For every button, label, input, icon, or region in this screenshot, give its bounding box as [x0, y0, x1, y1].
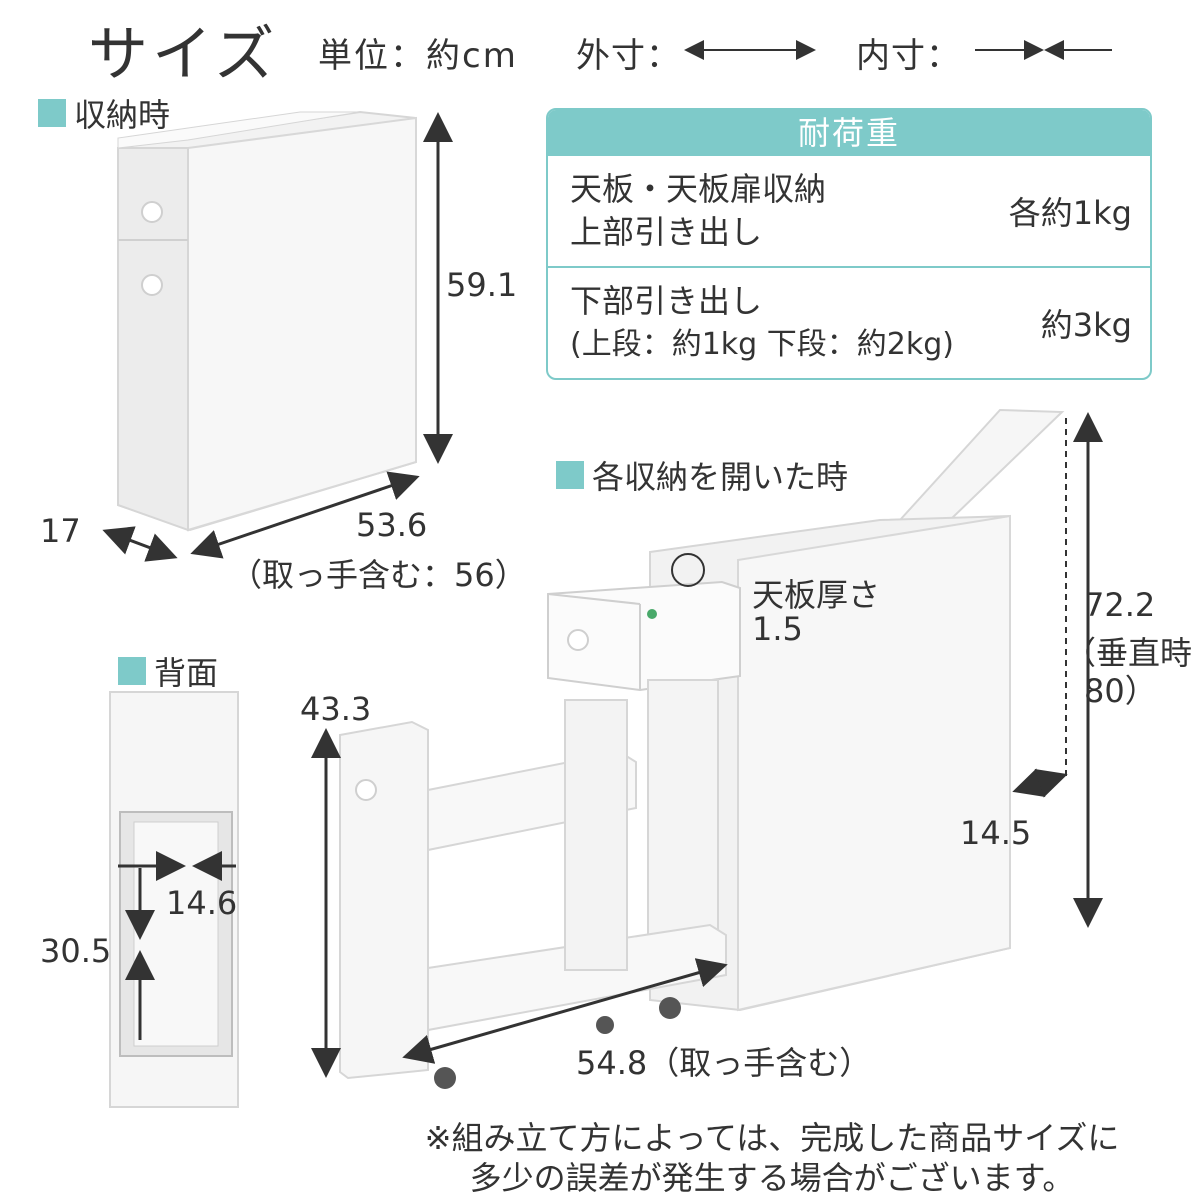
section-back: 背面 [118, 648, 218, 694]
open-height-label: 72.2 [1084, 586, 1156, 624]
outer-dimension-label: 外寸： [576, 36, 681, 76]
inner-dimension-label: 内寸： [856, 36, 961, 76]
door-knob-icon [141, 274, 163, 296]
section-marker-icon [38, 99, 66, 127]
drawer-height-label: 43.3 [300, 690, 372, 728]
open-inner-depth-label: 14.5 [960, 814, 1032, 852]
stored-width-arrow [190, 471, 420, 559]
load-row-value: 約3kg [1040, 306, 1132, 344]
top-lid [897, 408, 1065, 521]
load-table-header: 耐荷重 [548, 110, 1150, 156]
page-title: サイズ [88, 20, 279, 90]
back-inner-width-label: 14.6 [166, 884, 238, 922]
table-row: 天板・天板扉収納 上部引き出し 各約1kg [548, 156, 1150, 266]
table-row: 下部引き出し (上段：約1kg 下段：約2kg) 約3kg [548, 266, 1150, 378]
load-row-label: 下部引き出し [570, 282, 763, 320]
section-marker-icon [118, 657, 146, 685]
stored-cabinet [117, 110, 417, 532]
load-row-label: (上段：約1kg 下段：約2kg) [570, 327, 954, 362]
open-inner-depth-arrow [1012, 768, 1068, 798]
section-open-label: 各収納を開いた時 [592, 458, 849, 496]
caster-icon [659, 997, 681, 1019]
footnote-line: ※組み立て方によっては、完成した商品サイズに [424, 1119, 1120, 1157]
section-open: 各収納を開いた時 [556, 452, 848, 498]
unit-label: 単位：約cm [318, 36, 518, 76]
load-row-label: 上部引き出し [570, 213, 763, 251]
stored-width-label: 53.6 [356, 506, 428, 544]
top-thickness-circle [671, 553, 705, 587]
load-row-label: 天板・天板扉収納 [570, 170, 827, 208]
upper-drawer-knob-icon [567, 629, 589, 651]
top-thickness-label: 天板厚さ [752, 576, 881, 614]
section-back-label: 背面 [154, 654, 219, 692]
load-capacity-table: 耐荷重 天板・天板扉収納 上部引き出し 各約1kg 下部引き出し (上段：約1k… [546, 108, 1152, 380]
open-height-note-value: 80） [1084, 672, 1157, 710]
stored-depth-arrow [102, 526, 178, 562]
footnote-line: 多少の誤差が発生する場合がございます。 [469, 1159, 1075, 1197]
stored-height-label: 59.1 [446, 266, 518, 304]
footnote: ※組み立て方によっては、完成した商品サイズに 多少の誤差が発生する場合がございま… [362, 1118, 1182, 1198]
drawer-length-label: 54.8（取っ手含む） [576, 1044, 872, 1082]
top-thickness-value: 1.5 [752, 610, 803, 648]
section-marker-icon [556, 461, 584, 489]
drawer-marker-icon [647, 609, 657, 619]
load-row-value: 各約1kg [1008, 194, 1132, 232]
lower-cart-knob-icon [355, 779, 377, 801]
open-height-note: （垂直時 [1064, 634, 1193, 672]
stored-width-note: （取っ手含む：56） [230, 556, 527, 594]
section-stored-label: 収納時 [74, 96, 171, 134]
upper-drawer [547, 580, 741, 692]
stored-depth-label: 17 [40, 512, 81, 550]
drawer-length-arrow [402, 958, 728, 1064]
lower-cart-front [339, 720, 429, 1080]
open-cabinet [339, 408, 1065, 1089]
caster-icon [596, 1016, 614, 1034]
section-stored: 収納時 [38, 90, 170, 136]
drawer-knob-icon [141, 201, 163, 223]
back-inner-height-label: 30.5 [40, 932, 112, 970]
caster-icon [434, 1067, 456, 1089]
